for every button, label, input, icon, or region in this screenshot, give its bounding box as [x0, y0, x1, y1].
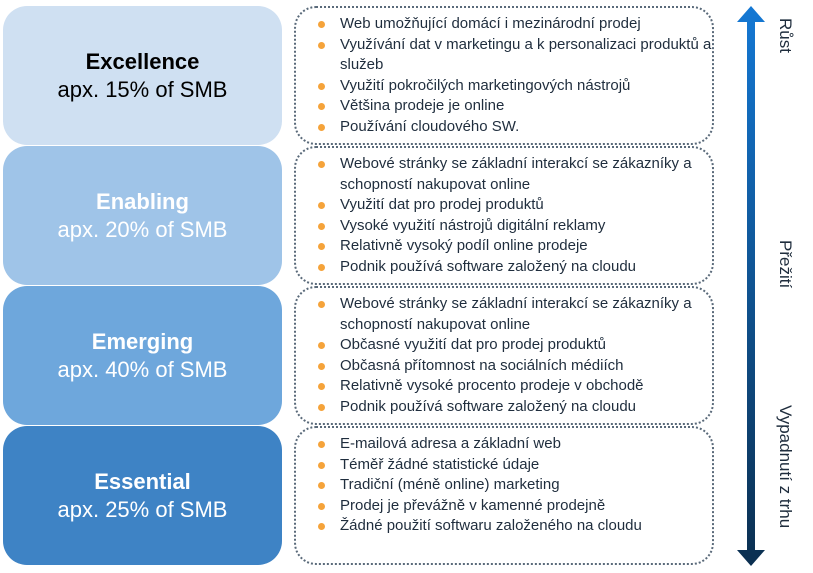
tier-name: Enabling: [96, 188, 189, 214]
list-item-text: Relativně vysoký podíl online prodeje: [340, 237, 588, 255]
bullet-icon: [318, 21, 325, 28]
list-item-text: Webové stránky se základní interakcí se …: [340, 295, 692, 333]
tier-name: Essential: [94, 468, 191, 494]
list-item: Občasné využití dat pro prodej produktů: [318, 335, 712, 356]
list-item-text: Používání cloudového SW.: [340, 117, 520, 135]
list-item-text: Tradiční (méně online) marketing: [340, 476, 560, 494]
bullet-icon: [318, 263, 325, 271]
list-item-text: Relativně vysoké procento prodeje v obch…: [340, 377, 644, 395]
list-item-text: Využívání dat v marketingu a k personali…: [340, 35, 712, 74]
list-item: Relativně vysoký podíl online prodeje: [318, 236, 712, 257]
tier-share: apx. 20% of SMB: [57, 216, 228, 242]
list-item-text: E-mailová adresa a základní web: [340, 435, 561, 452]
feature-list: Webové stránky se základní interakcí se …: [296, 288, 712, 418]
bullet-icon: [318, 502, 325, 510]
bullet-icon: [318, 461, 325, 469]
tier-share: apx. 40% of SMB: [57, 356, 228, 382]
list-item-text: Většina prodeje je online: [340, 97, 505, 115]
bullet-icon: [318, 482, 325, 490]
bullet-icon: [318, 342, 325, 350]
list-item-text: Téměř žádné statistické údaje: [340, 455, 540, 473]
bullet-icon: [318, 403, 325, 411]
list-item: Většina prodeje je online: [318, 96, 712, 117]
feature-list: Webové stránky se základní interakcí se …: [296, 148, 712, 278]
list-item: Využívání dat v marketingu a k personali…: [318, 35, 712, 76]
list-item: Občasná přítomnost na sociálních médiích: [318, 356, 712, 377]
bullet-icon: [318, 383, 325, 391]
panel-excellence: Web umožňující domácí i mezinárodní prod…: [294, 6, 714, 145]
panel-enabling: Webové stránky se základní interakcí se …: [294, 146, 714, 285]
bullet-icon: [318, 301, 325, 308]
list-item-text: Webové stránky se základní interakcí se …: [340, 155, 692, 193]
bullet-icon: [318, 123, 325, 131]
list-item-text: Web umožňující domácí i mezinárodní prod…: [340, 15, 641, 32]
list-item-text: Občasná přítomnost na sociálních médiích: [340, 356, 624, 374]
axis-label-growth: Růst: [776, 18, 795, 53]
axis-label-exit: Vypadnutí z trhu: [776, 405, 795, 529]
list-item: Webové stránky se základní interakcí se …: [318, 294, 712, 335]
feature-list: Web umožňující domácí i mezinárodní prod…: [296, 8, 712, 138]
panel-emerging: Webové stránky se základní interakcí se …: [294, 286, 714, 425]
list-item: Využití dat pro prodej produktů: [318, 195, 712, 216]
list-item: E-mailová adresa a základní web: [318, 434, 712, 455]
tier-share: apx. 25% of SMB: [57, 496, 228, 522]
list-item: Téměř žádné statistické údaje: [318, 455, 712, 476]
list-item: Využití pokročilých marketingových nástr…: [318, 76, 712, 97]
list-item: Žádné použití softwaru založeného na clo…: [318, 516, 712, 537]
list-item: Tradiční (méně online) marketing: [318, 475, 712, 496]
list-item: Podnik používá software založený na clou…: [318, 397, 712, 418]
bullet-icon: [318, 362, 325, 370]
list-item-text: Občasné využití dat pro prodej produktů: [340, 336, 606, 354]
list-item: Prodej je převážně v kamenné prodejně: [318, 496, 712, 517]
bullet-icon: [318, 523, 325, 531]
list-item-text: Vysoké využití nástrojů digitální reklam…: [340, 216, 606, 234]
bullet-icon: [318, 103, 325, 111]
axis-label-survival: Přežití: [776, 240, 795, 289]
list-item-text: Žádné použití softwaru založeného na clo…: [340, 517, 642, 535]
list-item-text: Prodej je převážně v kamenné prodejně: [340, 496, 606, 514]
list-item-text: Využití pokročilých marketingových nástr…: [340, 76, 631, 94]
growth-arrow-icon: [737, 6, 765, 566]
list-item-text: Využití dat pro prodej produktů: [340, 196, 544, 214]
list-item-text: Podnik používá software založený na clou…: [340, 397, 637, 415]
bullet-icon: [318, 222, 325, 230]
tier-name: Emerging: [91, 328, 194, 354]
bullet-icon: [318, 202, 325, 210]
bullet-icon: [318, 161, 325, 168]
bullet-icon: [318, 41, 325, 49]
list-item: Vysoké využití nástrojů digitální reklam…: [318, 216, 712, 237]
list-item: Používání cloudového SW.: [318, 117, 712, 138]
list-item: Relativně vysoké procento prodeje v obch…: [318, 376, 712, 397]
tier-share: apx. 15% of SMB: [57, 76, 228, 102]
list-item: Web umožňující domácí i mezinárodní prod…: [318, 14, 712, 35]
list-item-text: Podnik používá software založený na clou…: [340, 257, 637, 275]
list-item: Podnik používá software založený na clou…: [318, 257, 712, 278]
bullet-icon: [318, 243, 325, 251]
bullet-icon: [318, 82, 325, 90]
tier-name: Excellence: [85, 48, 200, 74]
bullet-icon: [318, 441, 325, 448]
list-item: Webové stránky se základní interakcí se …: [318, 154, 712, 195]
